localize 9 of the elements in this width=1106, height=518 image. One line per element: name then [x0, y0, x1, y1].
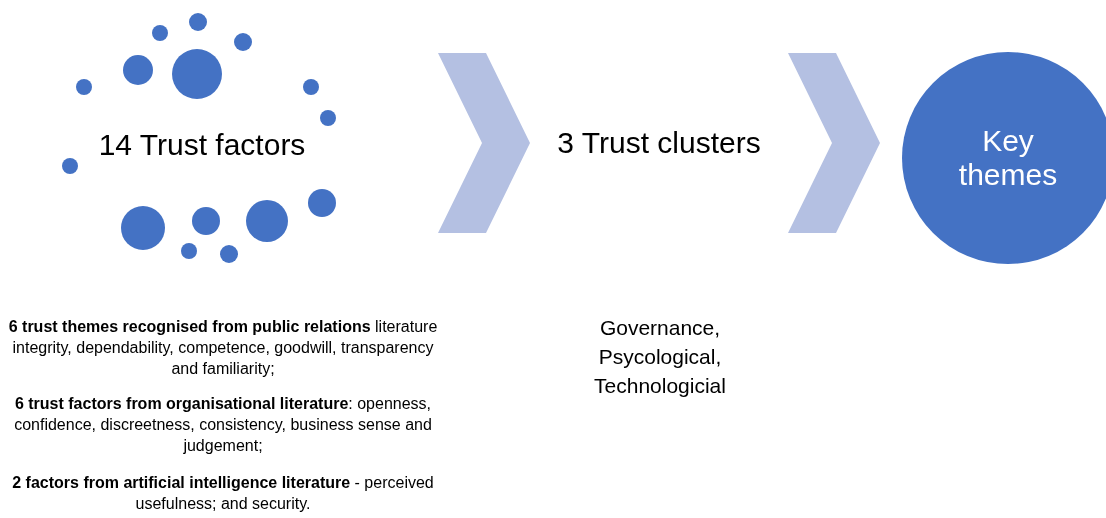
chevron-arrow [438, 53, 530, 233]
chevron-arrow [788, 53, 880, 233]
description-text: 6 trust themes recognised from public relations literature integrity, dependability, competence, goodwill, transparency and familiarity; [7, 317, 439, 379]
stage-label: 3 Trust clusters [536, 120, 782, 166]
cluster-list-text: Governance, Psycological, Technologicial [593, 315, 727, 399]
description-text: 6 trust factors from organisational literature: openness, confidence, discreetness, consistency, business sense and judgement; [13, 394, 433, 456]
stage-label: 14 Trust factors [76, 122, 328, 168]
stage-text: Key themes [957, 123, 1059, 193]
description-text: 2 factors from artificial intelligence literature - perceived usefulness; and security. [11, 473, 435, 514]
